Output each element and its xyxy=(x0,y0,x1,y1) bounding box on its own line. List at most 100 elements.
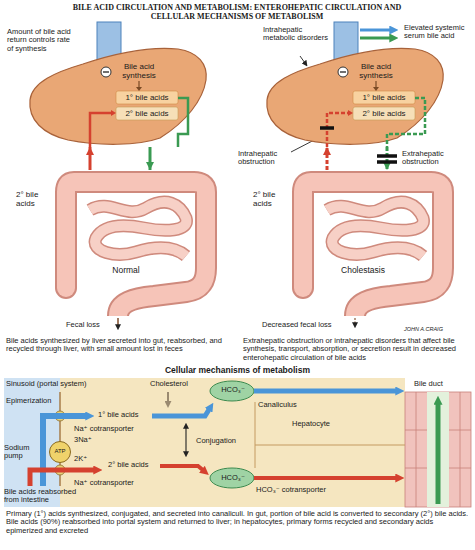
molecule-label: 2° bile acids xyxy=(108,461,160,469)
fecal-arrow xyxy=(117,318,119,326)
cecum xyxy=(57,279,75,297)
callout-label: Intrahepatic obstruction xyxy=(238,150,290,167)
primary-box xyxy=(116,91,178,104)
colon-outline xyxy=(303,182,443,316)
small-intestine xyxy=(90,202,186,256)
synthesis-arrowhead xyxy=(136,87,142,91)
flow-connector xyxy=(386,147,389,170)
secondary-acid-label: 2° bile acids xyxy=(16,190,54,208)
fecal-label: Decreased fecal loss xyxy=(262,321,350,329)
panel-caption: Bile acids synthesized by liver secreted… xyxy=(6,337,234,354)
section-heading: Cellular mechanisms of metabolism xyxy=(0,366,475,376)
cholesterol-arrow xyxy=(167,392,169,403)
liver-node: Bile acid synthesis 1° bile acids 2° bile … xyxy=(28,42,208,147)
synthesis-label: Bile acid synthesis xyxy=(114,62,164,80)
intestine-node: 2° bile acidsCholestasis xyxy=(251,170,465,318)
duct-cell-borders xyxy=(405,392,471,507)
region-label: Hepatocyte xyxy=(292,420,342,428)
region-label: Sinusoid (portal system) xyxy=(6,380,106,388)
pump-label: ATP xyxy=(49,448,71,455)
node-shape xyxy=(251,170,465,318)
inhibition-minus xyxy=(103,71,109,72)
note: Elevated systemic serum bile acid xyxy=(404,24,470,41)
obstruction-bar xyxy=(377,156,397,162)
synthesis-arrow xyxy=(375,81,376,88)
process-label: Conjugation xyxy=(196,437,246,445)
canaliculus xyxy=(210,381,254,401)
colon xyxy=(303,182,443,316)
bile-flow-line xyxy=(178,98,188,147)
secondary-box xyxy=(353,107,415,120)
note: Amount of bile acid return controls rate… xyxy=(6,28,76,53)
signature: JOHN A.CRAIG xyxy=(404,326,470,332)
sodium-pump: ATP xyxy=(49,441,71,463)
inhibition-symbol xyxy=(338,67,348,77)
flow-connector xyxy=(149,147,152,170)
liver-shape xyxy=(267,48,443,144)
node-shape xyxy=(14,170,228,318)
pump-circle xyxy=(50,442,71,463)
intestine-node: 2° bile acidsNormal xyxy=(14,170,228,318)
leader-line xyxy=(300,56,305,63)
fecal-arrow xyxy=(354,318,355,324)
node-shape xyxy=(28,42,208,147)
small-intestine xyxy=(327,202,423,256)
inhibition-symbol xyxy=(101,67,111,77)
primary-acid-label: 1° bile acids xyxy=(116,93,178,102)
green-flow-arrow xyxy=(436,402,441,504)
cecum xyxy=(294,279,312,297)
return-flow-line xyxy=(90,113,112,147)
serum-arrow xyxy=(360,37,392,40)
synthesis-label: Bile acid synthesis xyxy=(351,62,401,80)
blue-flow-arrow xyxy=(254,389,398,394)
flow-connector xyxy=(326,147,329,170)
note: Intrahepatic metabolic disorders xyxy=(262,26,330,43)
primary-box xyxy=(353,91,415,104)
cell-borders xyxy=(255,402,405,468)
callout-label: Extrahepatic obstruction xyxy=(402,150,464,167)
return-flow-line xyxy=(327,113,349,147)
molecule-label: Cholesterol xyxy=(150,380,200,388)
panel-caption: Extrahepatic obstruction or intrahepatic… xyxy=(243,337,471,362)
small-intestine-outline xyxy=(90,202,186,256)
process-label: Epimerization xyxy=(6,397,62,405)
bile-duct-wall xyxy=(405,392,471,507)
hepatocyte-ground xyxy=(60,378,405,507)
title-text: BILE ACID CIRCULATION AND METABOLISM: EN… xyxy=(67,3,407,21)
state-label: Cholestasis xyxy=(313,266,413,276)
node-shape xyxy=(265,42,445,147)
blue-flow-arrow xyxy=(152,408,210,416)
canaliculus xyxy=(210,468,254,488)
conjugation-arrow xyxy=(185,427,186,453)
primary-acid-label: 1° bile acids xyxy=(353,93,415,102)
bile-duct-lumen xyxy=(427,392,449,507)
red-flow-arrow xyxy=(254,476,398,480)
figure-caption: Primary (1°) acids synthesized, conjugat… xyxy=(6,510,469,535)
source-label: Bile acids reabsorbed from intestine xyxy=(4,488,88,505)
secondary-acid-label: 2° bile acids xyxy=(353,109,415,118)
secondary-acid-label: 2° bile acids xyxy=(116,109,178,118)
flow-connector xyxy=(89,147,92,170)
transporter-label: Na⁺ cotransporter xyxy=(74,479,154,487)
ion-label: HCO₃⁻ xyxy=(220,474,246,482)
molecule-label: 1° bile acids xyxy=(98,411,150,419)
ion-label: 3Na⁺ xyxy=(74,436,104,444)
transporter-label: Na⁺ cotransporter xyxy=(74,425,154,433)
liver-shape xyxy=(30,48,206,144)
synthesis-arrowhead xyxy=(373,87,379,91)
serum-arrow xyxy=(360,29,392,32)
red-flow-arrow xyxy=(160,466,204,471)
small-intestine-outline xyxy=(327,202,423,256)
colon-outline xyxy=(66,182,206,316)
synthesis-arrow xyxy=(138,81,139,88)
region-label: Canaliculus xyxy=(258,401,308,409)
fecal-label: Fecal loss xyxy=(66,321,112,329)
colon xyxy=(66,182,206,316)
ion-label: 2K⁺ xyxy=(74,455,104,463)
transporter-label: Sodium pump xyxy=(4,444,36,461)
liver-node: Bile acid synthesis 1° bile acids 2° bile … xyxy=(265,42,445,147)
obstruction-bar xyxy=(320,126,334,130)
ion-label: HCO₃⁻ xyxy=(220,386,246,394)
state-label: Normal xyxy=(76,266,176,276)
inhibition-minus xyxy=(340,71,346,72)
